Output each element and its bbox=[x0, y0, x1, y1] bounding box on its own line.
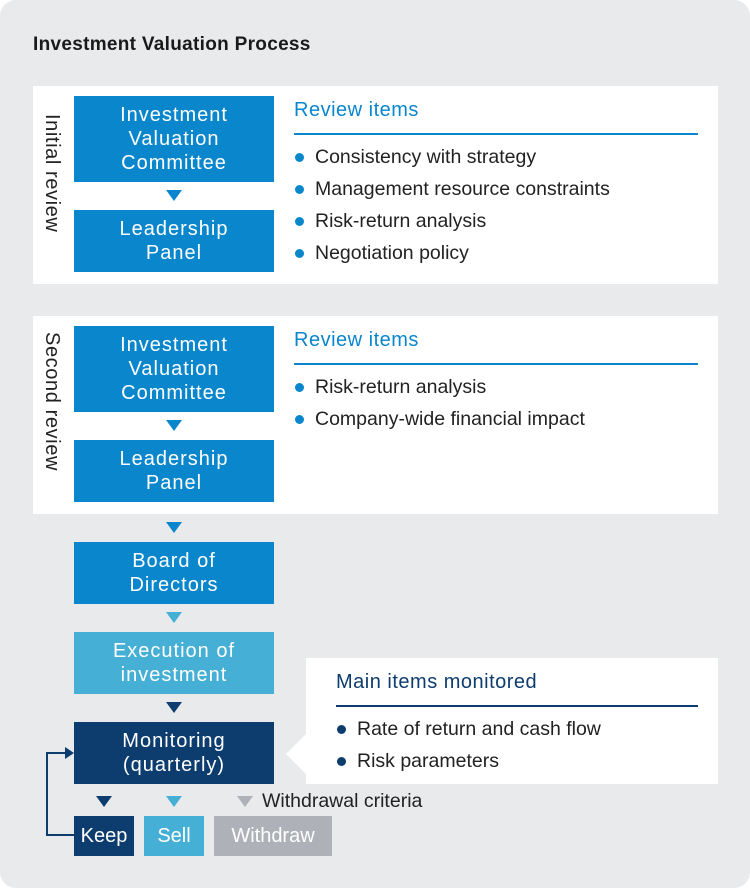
bullet-icon bbox=[295, 383, 304, 392]
monitored-items-list: Rate of return and cash flow Risk parame… bbox=[336, 713, 601, 777]
arrow-down-icon bbox=[166, 522, 182, 533]
initial-leadership-panel-box: Leadership Panel bbox=[74, 210, 274, 272]
withdrawal-criteria-label: Withdrawal criteria bbox=[262, 790, 423, 812]
arrow-down-icon bbox=[166, 190, 182, 201]
second-valuation-committee-box: Investment Valuation Committee bbox=[74, 326, 274, 412]
sell-box: Sell bbox=[144, 816, 204, 856]
list-item: Rate of return and cash flow bbox=[336, 713, 601, 745]
list-item: Negotiation policy bbox=[294, 237, 610, 269]
arrow-down-icon bbox=[166, 796, 182, 807]
second-review-divider bbox=[294, 363, 698, 365]
bullet-icon bbox=[295, 249, 304, 258]
monitoring-box: Monitoring (quarterly) bbox=[74, 722, 274, 784]
initial-review-divider bbox=[294, 133, 698, 135]
arrow-down-icon bbox=[96, 796, 112, 807]
list-item: Risk parameters bbox=[336, 745, 601, 777]
monitoring-callout bbox=[306, 658, 718, 784]
initial-valuation-committee-box: Investment Valuation Committee bbox=[74, 96, 274, 182]
second-review-items-title: Review items bbox=[294, 329, 419, 351]
second-review-label: Second review bbox=[41, 332, 63, 471]
monitored-items-title: Main items monitored bbox=[336, 671, 538, 693]
loop-back-arrow-icon bbox=[46, 747, 76, 836]
bullet-icon bbox=[295, 415, 304, 424]
arrow-down-icon bbox=[166, 702, 182, 713]
diagram-title: Investment Valuation Process bbox=[33, 34, 311, 55]
monitored-items-divider bbox=[336, 705, 698, 707]
bullet-icon bbox=[337, 725, 346, 734]
list-item: Consistency with strategy bbox=[294, 141, 610, 173]
initial-review-items-title: Review items bbox=[294, 99, 419, 121]
initial-review-list: Consistency with strategy Management res… bbox=[294, 141, 610, 269]
board-of-directors-box: Board of Directors bbox=[74, 542, 274, 604]
second-leadership-panel-box: Leadership Panel bbox=[74, 440, 274, 502]
second-review-list: Risk-return analysis Company-wide financ… bbox=[294, 371, 585, 435]
execution-of-investment-box: Execution of investment bbox=[74, 632, 274, 694]
callout-pointer-icon bbox=[286, 732, 308, 776]
bullet-icon bbox=[337, 757, 346, 766]
arrow-down-icon bbox=[166, 612, 182, 623]
withdraw-box: Withdraw bbox=[214, 816, 332, 856]
arrow-down-icon bbox=[166, 420, 182, 431]
list-item: Management resource constraints bbox=[294, 173, 610, 205]
bullet-icon bbox=[295, 153, 304, 162]
initial-review-label: Initial review bbox=[41, 114, 63, 233]
bullet-icon bbox=[295, 217, 304, 226]
keep-box: Keep bbox=[74, 816, 134, 856]
list-item: Company-wide financial impact bbox=[294, 403, 585, 435]
arrow-down-icon bbox=[237, 796, 253, 807]
list-item: Risk-return analysis bbox=[294, 205, 610, 237]
bullet-icon bbox=[295, 185, 304, 194]
list-item: Risk-return analysis bbox=[294, 371, 585, 403]
